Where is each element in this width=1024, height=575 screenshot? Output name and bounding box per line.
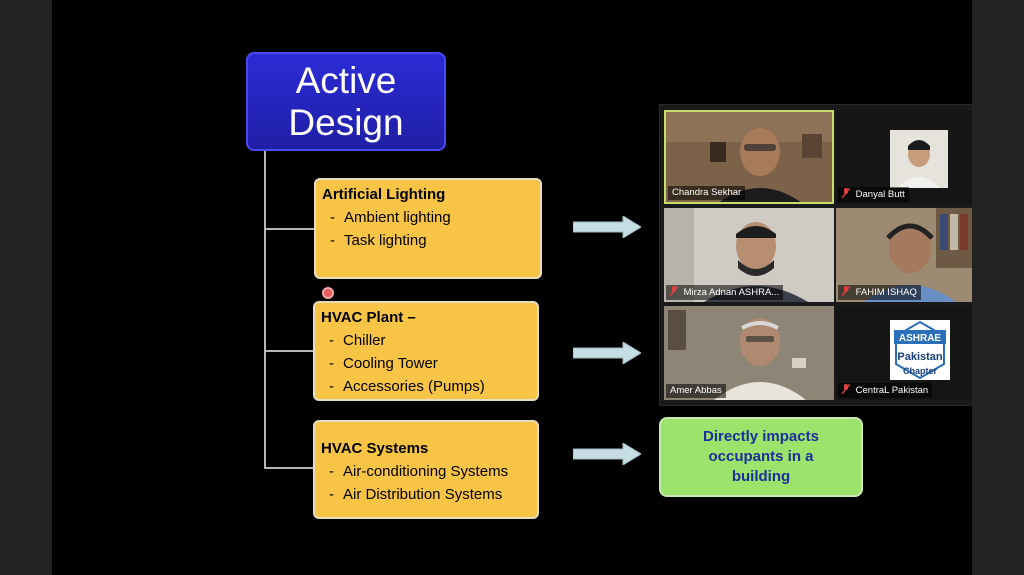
logo-line-2: Pakistan — [897, 351, 943, 363]
list-item: Task lighting — [322, 229, 534, 252]
participant-name: FAHIM ISHAQ — [855, 287, 917, 298]
participant-tile[interactable]: Danyal Butt — [836, 110, 972, 204]
participant-tile[interactable]: Mirza Adnan ASHRA... — [664, 208, 834, 302]
participant-gallery: Chandra Sekhar Danyal Butt — [659, 104, 972, 406]
left-margin — [0, 0, 52, 575]
list-item: Air-conditioning Systems — [321, 460, 531, 483]
title-box: Active Design — [246, 52, 446, 151]
card-title: HVAC Plant – — [321, 309, 416, 326]
annotation-pointer-dot — [322, 287, 334, 299]
participant-name-label: Mirza Adnan ASHRA... — [666, 285, 784, 300]
mic-muted-icon — [842, 188, 850, 198]
card-artificial-lighting: Artificial Lighting Ambient lighting Tas… — [314, 178, 542, 279]
card-title: HVAC Systems — [321, 440, 429, 457]
title-line-1: Active — [295, 59, 397, 101]
mic-muted-icon — [842, 384, 850, 394]
participant-tile[interactable]: ASHRAE Pakistan Chapter CentraL Pakistan — [836, 306, 972, 400]
right-margin — [972, 0, 1024, 575]
mic-muted-icon — [670, 286, 678, 296]
list-item: Ambient lighting — [322, 206, 534, 229]
tree-branch-1 — [264, 228, 314, 230]
list-item: Accessories (Pumps) — [321, 375, 531, 398]
participant-tile[interactable]: Chandra Sekhar — [664, 110, 834, 204]
participant-video — [664, 306, 834, 400]
card-title: Artificial Lighting — [322, 186, 446, 203]
card-hvac-systems: HVAC Systems Air-conditioning Systems Ai… — [313, 420, 539, 519]
participant-avatar — [890, 130, 948, 188]
impact-box: Directly impacts occupants in a building — [659, 417, 863, 497]
participant-name: Danyal Butt — [855, 189, 905, 200]
right-arrow-icon — [573, 216, 641, 238]
participant-name-label: CentraL Pakistan — [838, 383, 933, 398]
title-line-2: Design — [288, 101, 404, 143]
tree-trunk — [264, 151, 266, 469]
participant-tile[interactable]: FAHIM ISHAQ — [836, 208, 972, 302]
right-arrow-icon — [573, 443, 641, 465]
participant-name: Mirza Adnan ASHRA... — [683, 287, 780, 298]
logo-line-1: ASHRAE — [899, 333, 942, 344]
participant-name: Chandra Sekhar — [672, 187, 742, 198]
participant-name: CentraL Pakistan — [855, 385, 929, 396]
logo-line-3: Chapter — [903, 366, 938, 376]
tree-branch-3 — [264, 467, 314, 469]
participant-name-label: Chandra Sekhar — [668, 186, 746, 200]
right-arrow-icon — [573, 342, 641, 364]
card-hvac-plant: HVAC Plant – Chiller Cooling Tower Acces… — [313, 301, 539, 401]
participant-name-label: Amer Abbas — [666, 384, 726, 398]
participant-name-label: Danyal Butt — [838, 187, 909, 202]
ashrae-logo: ASHRAE Pakistan Chapter — [890, 320, 950, 380]
shared-screen-slide: Active Design Artificial Lighting Ambien… — [52, 0, 972, 575]
list-item: Air Distribution Systems — [321, 483, 531, 506]
list-item: Cooling Tower — [321, 352, 531, 375]
mic-muted-icon — [842, 286, 850, 296]
impact-text: Directly impacts occupants in a building — [703, 428, 819, 485]
participant-name: Amer Abbas — [670, 385, 722, 396]
tree-branch-2 — [264, 350, 314, 352]
participant-tile[interactable]: Amer Abbas — [664, 306, 834, 400]
participant-name-label: FAHIM ISHAQ — [838, 285, 921, 300]
list-item: Chiller — [321, 329, 531, 352]
